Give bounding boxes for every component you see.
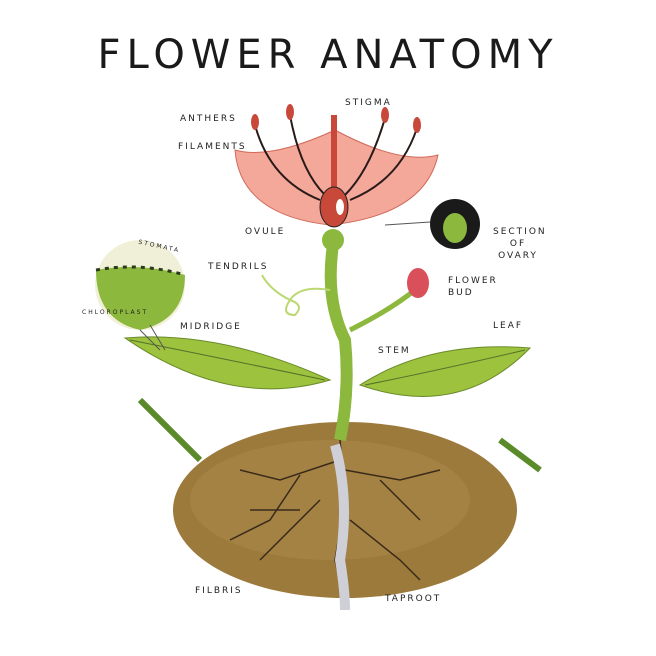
label-ovule: OVULE bbox=[245, 227, 286, 237]
label-midridge: MIDRIDGE bbox=[180, 322, 242, 332]
flower-bud bbox=[407, 268, 429, 298]
anthers bbox=[251, 104, 421, 133]
label-anthers: ANTHERS bbox=[180, 114, 237, 124]
label-chloroplast: CHLOROPLAST bbox=[82, 309, 149, 316]
label-stigma: STIGMA bbox=[345, 98, 392, 108]
label-filaments: FILAMENTS bbox=[178, 142, 247, 152]
label-filbris: FILBRIS bbox=[195, 586, 243, 596]
filaments bbox=[254, 114, 418, 201]
label-taproot: TAPROOT bbox=[385, 594, 442, 604]
ovary bbox=[319, 186, 349, 228]
label-tendrils: TENDRILS bbox=[208, 262, 269, 272]
label-section-of-ovary: SECTION OF OVARY bbox=[493, 227, 547, 261]
page-title: FLOWER ANATOMY bbox=[97, 32, 559, 78]
label-flower-bud: FLOWER BUD bbox=[448, 276, 498, 298]
taproot bbox=[330, 443, 350, 611]
label-stem: STEM bbox=[378, 346, 411, 356]
stem bbox=[324, 244, 353, 442]
tendril bbox=[261, 274, 331, 317]
leaf-left bbox=[123, 336, 332, 390]
style bbox=[331, 115, 337, 195]
label-leaf: LEAF bbox=[493, 321, 524, 331]
